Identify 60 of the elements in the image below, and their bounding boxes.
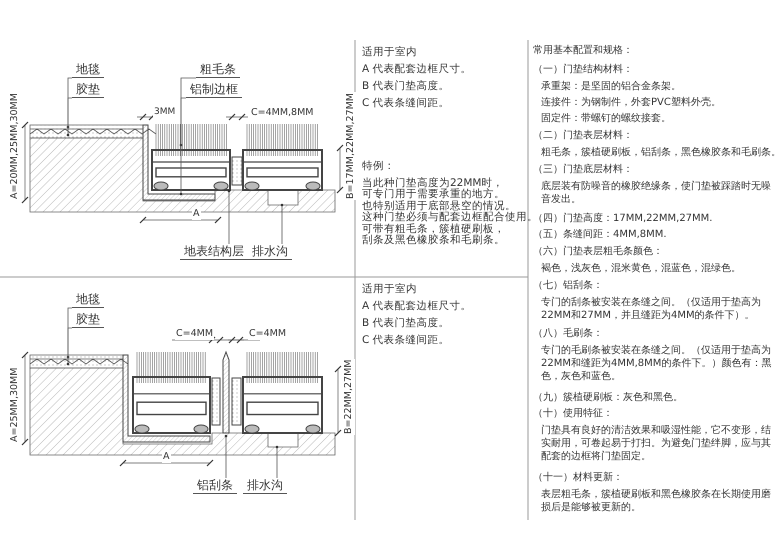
- dimension-label: B=17MM,22MM,27MM: [344, 92, 357, 200]
- callout-label: 地表结构层: [180, 244, 248, 260]
- callout-label: 地毯: [72, 292, 104, 308]
- note-text: 底层装有防噪音的橡胶绝缘条，使门垫被踩踏时无噪音发出。: [541, 180, 772, 206]
- dimension-label: A=25MM,30MM: [8, 366, 21, 443]
- leader-line: [68, 98, 72, 136]
- note-text: （三）门垫底层材料：: [533, 163, 633, 176]
- note-text: 固定件：带螺钉的螺纹接套。: [541, 112, 671, 125]
- note-text: 褐色，浅灰色，混米黄色，混蓝色，混绿色。: [541, 262, 741, 275]
- dimension-label: C=4MM: [175, 327, 214, 340]
- callout-label: 排水沟: [243, 478, 287, 494]
- note-text: （一）门垫结构材料：: [533, 63, 633, 76]
- dimension-label: A: [192, 207, 200, 220]
- leader-line: [276, 446, 278, 478]
- note-text: A 代表配套边框尺寸。: [362, 63, 472, 76]
- note-text: （七）铝刮条：: [533, 279, 603, 292]
- note-text: C 代表条缝间距。: [362, 334, 450, 347]
- note-text: 表层粗毛条，簇植硬刷板和黑色橡胶条在长期使用磨损后是能够被更新的。: [541, 488, 772, 514]
- note-text: （二）门垫表层材料：: [533, 129, 633, 142]
- note-text: 专门的毛刷条被安装在条缝之间。（仅适用于垫高为22MM和缝距为4MM,8MM的条件下。）颜色有：黑色，灰色和蓝色。: [541, 344, 772, 383]
- note-text: 适用于室内: [362, 46, 417, 59]
- note-text: 刮条及黑色橡胶条和毛刷条。: [362, 234, 505, 247]
- dimension-label: C=4MM: [248, 327, 288, 340]
- callout-label: 胶垫: [72, 82, 104, 98]
- note-text: 承重架：是坚固的铝合金条架。: [541, 80, 681, 93]
- note-text: （六）门垫表层粗毛条颜色：: [533, 245, 663, 258]
- note-text: 适用于室内: [362, 283, 417, 296]
- callout-label: 粗毛条: [196, 62, 240, 78]
- note-text: C 代表条缝间距。: [362, 97, 450, 110]
- note-text: （十一）材料更新：: [533, 471, 623, 484]
- note-text: 也特别适用于底部悬空的情况。: [362, 200, 516, 212]
- leader-line: [68, 328, 72, 364]
- dimension-label: B=22MM,27MM: [342, 358, 355, 435]
- note-text: 连接件：为钢制件，外套PVC塑料外壳。: [541, 96, 721, 109]
- note-text: （九）簇植硬刷板：灰色和黑色。: [533, 391, 683, 404]
- note-text: （十）使用特征：: [533, 407, 613, 420]
- callout-label: 胶垫: [72, 312, 104, 328]
- leader-line: [228, 190, 230, 244]
- note-text: （五）条缝间距：4MM,8MM.: [533, 228, 667, 241]
- dimension-label: A: [162, 450, 170, 463]
- section-heading: 特例：: [362, 160, 395, 173]
- note-text: A 代表配套边框尺寸。: [362, 300, 472, 313]
- dimension-label: C=4MM,8MM: [250, 106, 314, 119]
- dimension-label: A=20MM,25MM,30MM: [8, 92, 21, 200]
- note-text: 可带有粗毛条，簇植硬刷板，: [362, 223, 505, 235]
- callout-label: 地毯: [72, 62, 104, 78]
- note-text: B 代表门垫高度。: [362, 317, 450, 330]
- leader-line: [180, 98, 186, 194]
- note-text: 门垫具有良好的清洁效果和吸湿性能，它不变形，结实耐用，可卷起易于打扫。为避免门垫绊脚，应与其配套的边框将门垫固定。: [541, 424, 772, 463]
- note-text: 可专门用于需要承重的地方。: [362, 188, 505, 200]
- note-text: 粗毛条，簇植硬刷板，铝刮条，黑色橡胶条和毛刷条。: [541, 146, 780, 159]
- callout-label: 排水沟: [248, 244, 292, 260]
- note-text: 专门的刮条被安装在条缝之间。（仅适用于垫高为22MM和27MM，并且缝距为4MM的条件下）。: [541, 296, 762, 322]
- callout-label: 铝刮条: [193, 478, 237, 494]
- note-text: B 代表门垫高度。: [362, 80, 450, 93]
- note-text: 当此种门垫高度为22MM时，: [362, 177, 504, 189]
- callout-label: 铝制边框: [186, 82, 242, 98]
- note-text: （八）毛刷条：: [533, 327, 603, 340]
- dimension-label: 3MM: [153, 106, 176, 119]
- spec-heading: 常用基本配置和规格：: [533, 44, 633, 57]
